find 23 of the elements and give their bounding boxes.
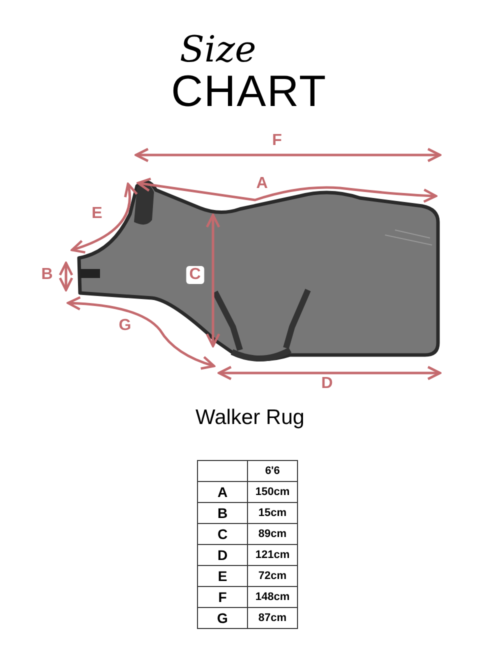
value-cell: 87cm [248,608,298,628]
dimension-letter: F [272,132,282,150]
dimension-letter: D [321,375,333,393]
dimension-letter: G [118,317,132,335]
row-label-cell: G [198,608,248,628]
header-cell: 6'6 [248,460,298,482]
row-label-cell: C [198,524,248,544]
row-label-cell: B [198,502,248,524]
row-label-cell: D [198,544,248,566]
value-cell: 15cm [248,502,298,524]
value-cell: 89cm [248,524,298,544]
value-cell: 150cm [248,482,298,502]
value-cell: 148cm [248,586,298,608]
row-label-cell: F [198,586,248,608]
dimension-letter: C [186,266,204,284]
value-cell: 121cm [248,544,298,566]
value-cell: 72cm [248,566,298,586]
dimension-letter: E [92,205,102,223]
dimension-letter: A [256,175,268,193]
dimension-letter: B [41,266,53,284]
product-caption: Walker Rug [196,406,304,430]
row-label-cell: E [198,566,248,586]
row-label-cell: A [198,482,248,502]
